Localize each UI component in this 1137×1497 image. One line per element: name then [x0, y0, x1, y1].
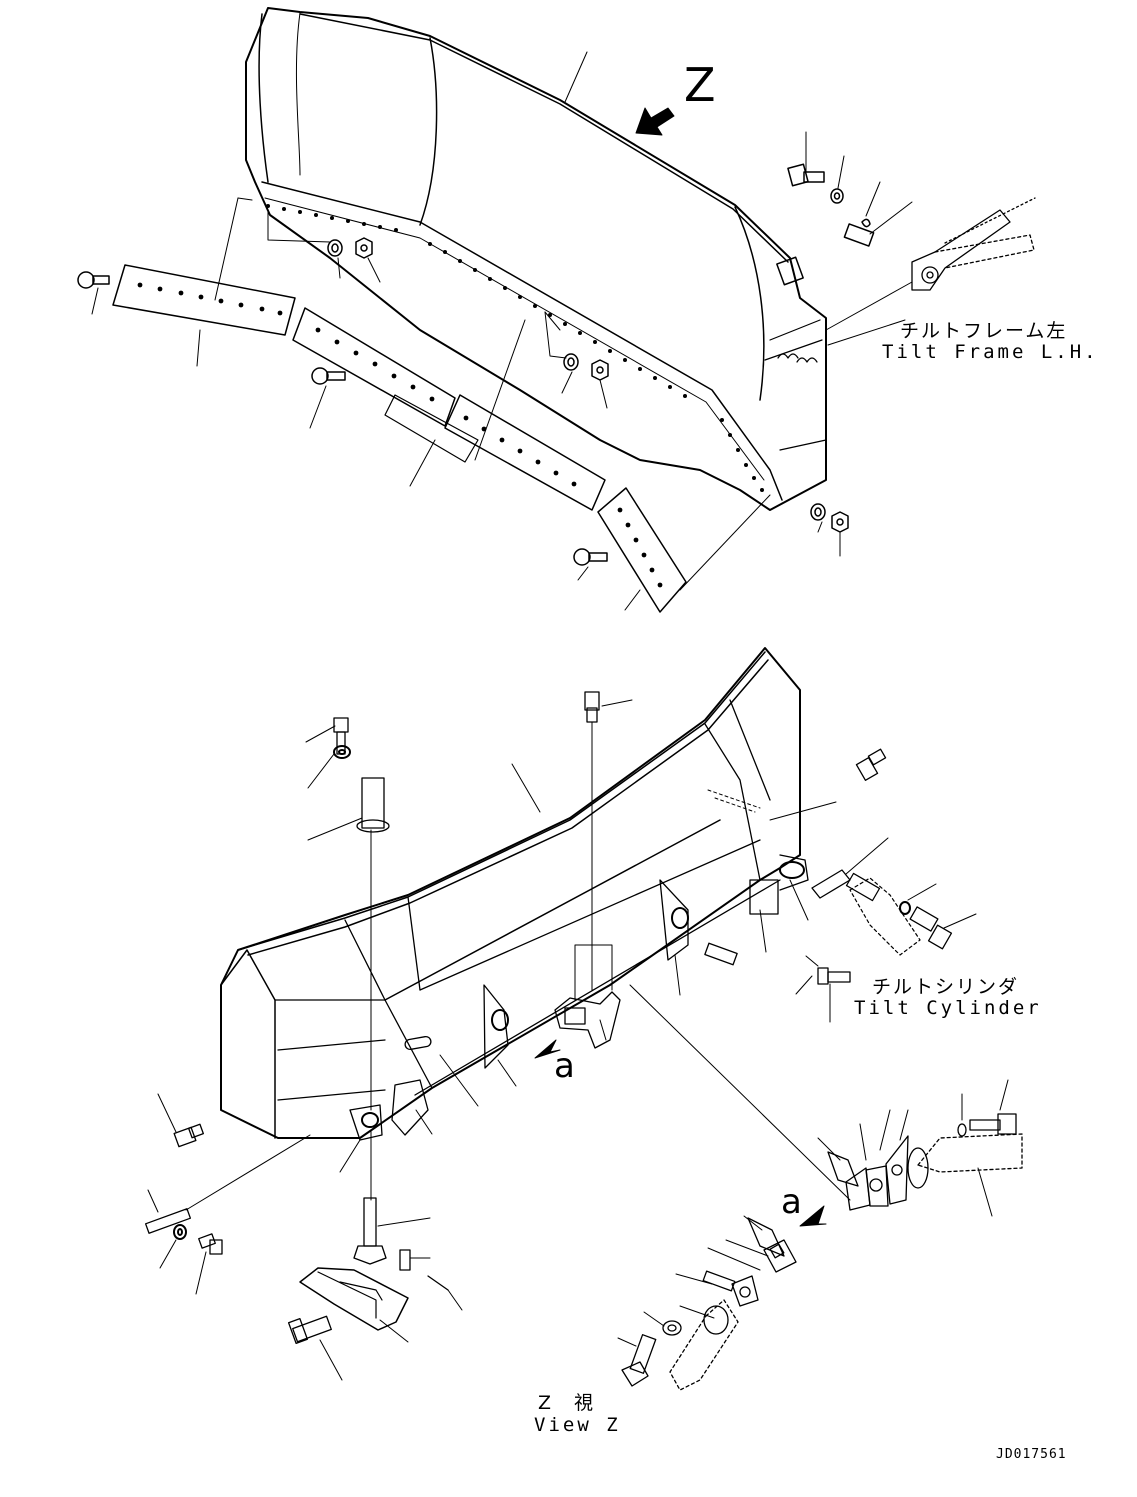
- washer-1: [328, 240, 342, 256]
- tilt-frame-label-jp: チルトフレーム左: [900, 320, 1068, 342]
- tilt-pin: [844, 224, 873, 246]
- grease-fitting-top: [585, 692, 599, 722]
- pin-right: [705, 943, 737, 965]
- view-z-arrow: [636, 108, 674, 135]
- bracket-plate: [764, 1240, 796, 1272]
- cutting-edge-left: [113, 265, 295, 335]
- nut-3: [832, 512, 848, 532]
- detail-bolt: [970, 1114, 1016, 1134]
- skid-shoe: [300, 1268, 408, 1330]
- tilt-cylinder: [847, 873, 920, 955]
- bolt-left: [199, 1234, 222, 1254]
- skid-pin: [289, 1316, 332, 1343]
- snap-ring: [862, 219, 870, 226]
- nut-2: [592, 360, 608, 380]
- grease-fitting-right: [856, 749, 885, 780]
- cutting-edge-spacer: [385, 395, 478, 462]
- view-letter-z: Z: [684, 58, 716, 112]
- shim-right: [812, 870, 850, 898]
- pin-bolt: [788, 164, 824, 186]
- cylinder-end: [670, 1300, 738, 1390]
- bolt-right: [910, 907, 951, 949]
- cotter-pin: [400, 1250, 430, 1270]
- small-washer-right: [900, 902, 910, 914]
- shim-plate-2: [748, 1218, 784, 1256]
- lower-bolt: [354, 1198, 386, 1264]
- plow-bolt-end: [574, 549, 607, 565]
- seal-plate: [732, 1276, 758, 1306]
- shim-plate-1: [828, 1152, 858, 1186]
- tilt-cylinder-label-en: Tilt Cylinder: [854, 997, 1042, 1019]
- cutting-edges: [113, 265, 686, 612]
- tilt-cylinder-label-jp: チルトシリンダ: [872, 976, 1020, 998]
- detail-pin: [703, 1271, 735, 1291]
- bolt-pin-right: [818, 968, 850, 984]
- dowel-pin: [146, 1209, 191, 1233]
- tilt-frame-lh: [826, 198, 1035, 345]
- view-z-label-jp: Z 視: [538, 1392, 596, 1414]
- washer-left: [174, 1225, 186, 1239]
- retainer-plate: [866, 1166, 888, 1206]
- detail-ref-a-detail: a: [781, 1182, 802, 1222]
- lower-moldboard: [221, 648, 800, 1138]
- upper-moldboard: [246, 8, 826, 510]
- detail-a: [618, 1080, 1022, 1390]
- nut-1: [356, 238, 372, 258]
- plow-bolt-left: [78, 272, 109, 288]
- washer-3: [811, 504, 825, 520]
- detail-bolt-2: [622, 1335, 656, 1386]
- drawing-number: JD017561: [996, 1447, 1067, 1462]
- grease-fitting-left: [174, 1124, 203, 1146]
- upper-fasteners: [78, 132, 912, 610]
- pivot-bolt: [334, 718, 348, 754]
- lower-blade-assembly: [146, 648, 976, 1380]
- detail-washer: [958, 1124, 966, 1136]
- pin-washer: [831, 189, 843, 203]
- plow-bolt-mid: [312, 368, 345, 384]
- upper-blade-assembly: [246, 8, 826, 510]
- washer-2: [564, 354, 578, 370]
- cylinder-rod-detail: [918, 1134, 1022, 1172]
- tilt-frame-label-en: Tilt Frame L.H.: [882, 341, 1099, 363]
- detail-washer-2: [663, 1321, 681, 1335]
- end-bit: [598, 488, 686, 612]
- view-z-label-en: View Z: [534, 1414, 621, 1436]
- cutting-edge-center-2: [445, 395, 605, 510]
- pivot-pin-top: [357, 778, 389, 832]
- flange-plate: [886, 1136, 908, 1204]
- detail-ref-a-main: a: [554, 1046, 575, 1086]
